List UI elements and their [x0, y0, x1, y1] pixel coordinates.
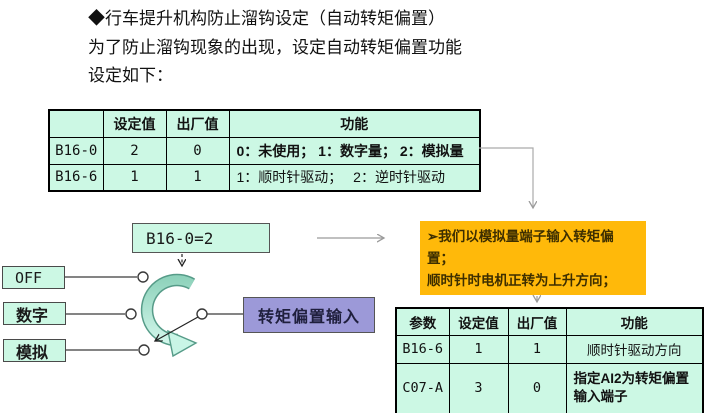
table-row: B16-6 1 1 顺时针驱动方向: [395, 334, 704, 364]
contact-off: [137, 271, 149, 283]
function-cell: 指定AI2为转矩偏置输入端子: [565, 362, 704, 413]
function-cell: 顺时针驱动方向: [565, 334, 704, 364]
contact-digital: [125, 308, 137, 320]
factory-value-cell: 0: [165, 136, 230, 165]
subtitle-line: 为了防止溜钩现象的出现，设定自动转矩偏置功能: [88, 37, 462, 57]
set-value-cell: 1: [102, 163, 167, 192]
setting-label-box: B16-0=2: [132, 223, 270, 253]
set-value-cell: 3: [448, 362, 509, 413]
header-cell-function: 功能: [565, 307, 704, 336]
note-line: ➢我们以模拟量端子输入转矩偏置；: [427, 229, 614, 266]
switch-lever: [155, 316, 199, 341]
parameter-table: 设定值 出厂值 功能 B16-0 2 0 0：未使用； 1：数字量； 2：模拟量…: [48, 109, 481, 192]
result-table: 参数 设定值 出厂值 功能 B16-6 1 1 顺时针驱动方向 C07-A 3 …: [395, 307, 704, 413]
table-header-row: 参数 设定值 出厂值 功能: [395, 307, 704, 336]
param-cell: B16-0: [48, 136, 104, 165]
table-header-row: 设定值 出厂值 功能: [48, 109, 481, 138]
param-cell: B16-6: [48, 163, 104, 192]
elbow-connector-arrow: [479, 147, 533, 208]
torque-bias-input-box: 转矩偏置输入: [243, 297, 375, 333]
switch-option-off: OFF: [2, 266, 65, 289]
note-line: 顺时针时电机正转为上升方向；: [427, 273, 616, 288]
table-row: B16-0 2 0 0：未使用； 1：数字量； 2：模拟量: [48, 136, 481, 165]
factory-value-cell: 1: [165, 163, 230, 192]
header-cell-set: 设定值: [448, 307, 509, 336]
set-value-cell: 2: [102, 136, 167, 165]
header-cell-factory: 出厂值: [507, 307, 567, 336]
header-cell-function: 功能: [228, 109, 481, 138]
header-cell-param: 参数: [395, 307, 450, 336]
param-cell: C07-A: [395, 362, 450, 413]
title-block: ◆行车提升机构防止溜钩设定（自动转矩偏置） 为了防止溜钩现象的出现，设定自动转矩…: [88, 5, 462, 91]
header-cell-set: 设定值: [102, 109, 167, 138]
factory-value-cell: 1: [507, 334, 567, 364]
table-row: B16-6 1 1 1：顺时针驱动； 2：逆时针驱动: [48, 163, 481, 192]
rotary-ribbon-arrow-icon: [140, 273, 198, 358]
set-value-cell: 1: [448, 334, 509, 364]
page-title: ◆行车提升机构防止溜钩设定（自动转矩偏置）: [88, 9, 445, 28]
note-box: ➢我们以模拟量端子输入转矩偏置； 顺时针时电机正转为上升方向；: [420, 221, 646, 295]
header-cell-blank: [48, 109, 104, 138]
switch-option-analog: 模拟: [3, 339, 66, 362]
header-cell-factory: 出厂值: [165, 109, 230, 138]
switch-option-digital: 数字: [3, 302, 66, 325]
param-cell: B16-6: [395, 334, 450, 364]
function-cell: 1：顺时针驱动； 2：逆时针驱动: [228, 163, 481, 192]
table-row: C07-A 3 0 指定AI2为转矩偏置输入端子: [395, 362, 704, 413]
contact-common: [196, 308, 208, 320]
contact-analog: [138, 344, 150, 356]
subtitle-line2: 设定如下：: [88, 66, 173, 85]
factory-value-cell: 0: [507, 362, 567, 413]
function-cell: 0：未使用； 1：数字量； 2：模拟量: [228, 136, 481, 165]
